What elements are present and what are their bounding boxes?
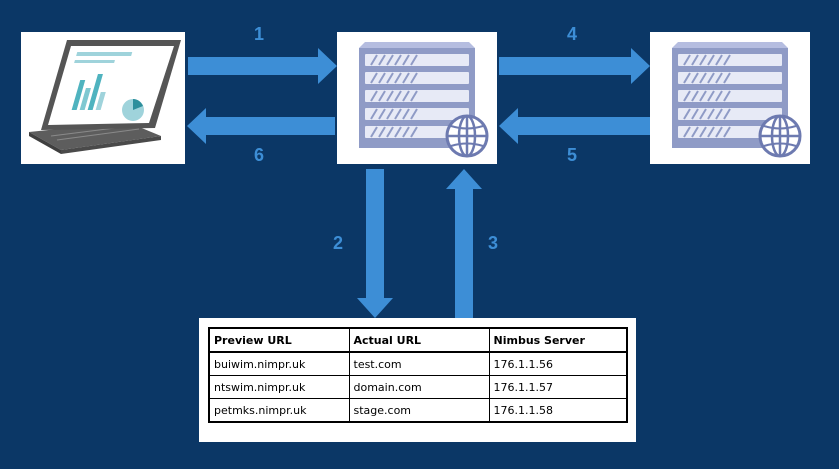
table-header-row: Preview URL Actual URL Nimbus Server — [209, 328, 627, 352]
arrow-step-6 — [187, 108, 335, 144]
nimbus-server-cell: 176.1.1.58 — [489, 399, 627, 423]
arrow-step-3 — [446, 169, 482, 318]
url-mapping-panel: Preview URL Actual URL Nimbus Server bui… — [199, 318, 636, 442]
table-row: petmks.nimpr.uk stage.com 176.1.1.58 — [209, 399, 627, 423]
actual-url-cell: test.com — [349, 352, 489, 376]
column-header-nimbus-server: Nimbus Server — [489, 328, 627, 352]
step-label-4: 4 — [567, 24, 577, 45]
step-label-3: 3 — [488, 233, 498, 254]
preview-url-cell: ntswim.nimpr.uk — [209, 376, 349, 399]
arrow-step-1 — [188, 48, 337, 84]
arrow-step-2 — [357, 169, 393, 318]
url-mapping-table: Preview URL Actual URL Nimbus Server bui… — [208, 327, 628, 423]
column-header-preview-url: Preview URL — [209, 328, 349, 352]
nimbus-server-cell: 176.1.1.57 — [489, 376, 627, 399]
actual-url-cell: domain.com — [349, 376, 489, 399]
arrow-step-5 — [499, 108, 650, 144]
step-label-6: 6 — [254, 145, 264, 166]
nimbus-server-cell: 176.1.1.56 — [489, 352, 627, 376]
step-label-5: 5 — [567, 145, 577, 166]
actual-url-cell: stage.com — [349, 399, 489, 423]
column-header-actual-url: Actual URL — [349, 328, 489, 352]
preview-url-cell: buiwim.nimpr.uk — [209, 352, 349, 376]
preview-url-cell: petmks.nimpr.uk — [209, 399, 349, 423]
table-row: buiwim.nimpr.uk test.com 176.1.1.56 — [209, 352, 627, 376]
arrow-step-4 — [499, 48, 650, 84]
step-label-1: 1 — [254, 24, 264, 45]
step-label-2: 2 — [333, 233, 343, 254]
table-row: ntswim.nimpr.uk domain.com 176.1.1.57 — [209, 376, 627, 399]
